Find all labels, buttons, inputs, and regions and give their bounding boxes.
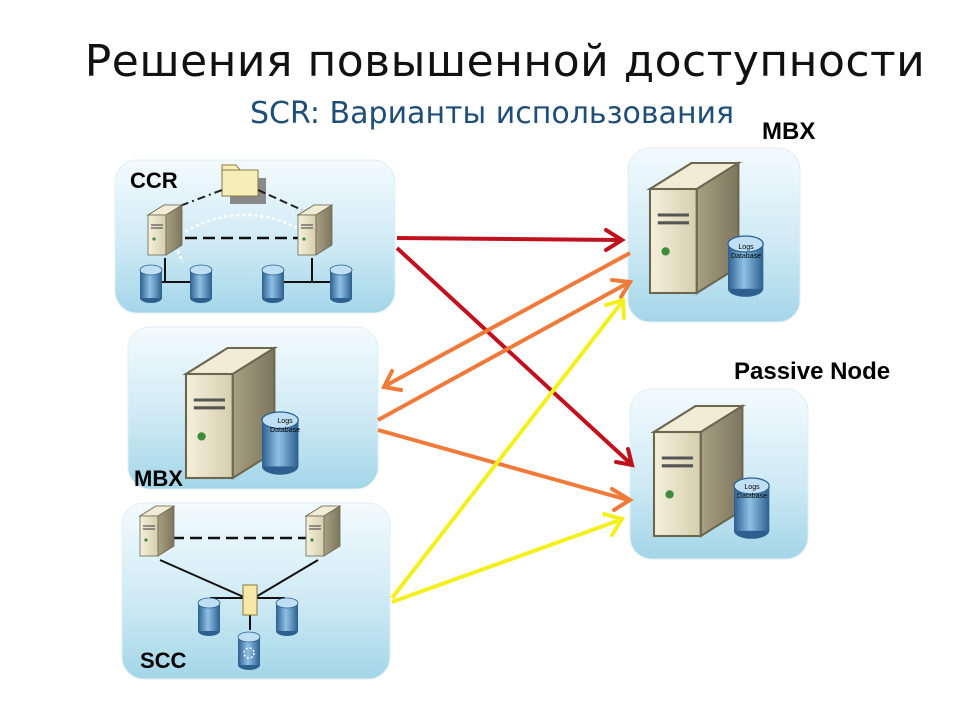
arrow-mbx-to-passive [377,428,629,502]
ccr-db3-icon [261,264,285,304]
ccr-cluster [139,164,353,304]
arrow-target-to-mbx [384,251,631,388]
scc-node2-server-icon [305,505,341,557]
arrow-mbx-to-target [377,281,629,422]
arrow-ccr-to-passive [395,246,632,465]
arrow-scc-to-passive [391,518,621,604]
arrowhead-target-to-mbx [381,369,403,392]
arrowhead-scc-to-mbx [604,297,626,320]
arrow-scc-to-mbx [390,300,624,600]
scc-shared-db-icon [237,631,261,671]
mbx-source-server [184,346,276,480]
ccr-node1-server-icon [147,204,183,256]
scc-node1-server-icon [139,505,175,557]
arrowhead-ccr-to-passive [614,447,635,468]
folder-icon [221,164,266,204]
scc-label: SCC [140,648,187,673]
ccr-db2-icon [189,264,213,304]
ccr-db4-icon [329,264,353,304]
passive-db-label-2: Database [737,493,767,500]
mbx-source-label: MBX [134,466,183,491]
mbx-target-label: MBX [762,118,816,145]
mbx-target-db-label-1: Logs [738,244,754,251]
arrowhead-mbx-to-passive [610,487,634,512]
scc-cluster [139,505,341,671]
ccr-node2-server-icon [297,204,333,256]
slide-subtitle: SCR: Варианты использования [250,96,735,131]
ccr-db1-icon [139,264,163,304]
arrowhead-mbx-to-target [610,278,634,299]
passive-db-label-1: Logs [744,484,760,491]
ccr-label: CCR [130,168,178,193]
ccr-panel [114,159,396,314]
scc-db2-icon [275,597,299,637]
arrowhead-ccr-to-mbx [604,228,626,252]
mbx-source-db-label-1: Logs [277,418,293,425]
mbx-target-db-label-2: Database [731,253,761,260]
arrowhead-scc-to-passive [602,512,626,537]
scc-db1-icon [197,597,221,637]
mbx-target-server [648,161,740,295]
passive-node-server [652,404,744,538]
shared-storage-switch-icon [242,584,258,616]
passive-node-label: Passive Node [734,358,891,385]
slide-title: Решения повышенной доступности [84,36,926,87]
mbx-source-db-label-2: Database [270,427,300,434]
arrow-ccr-to-mbx [396,236,621,242]
